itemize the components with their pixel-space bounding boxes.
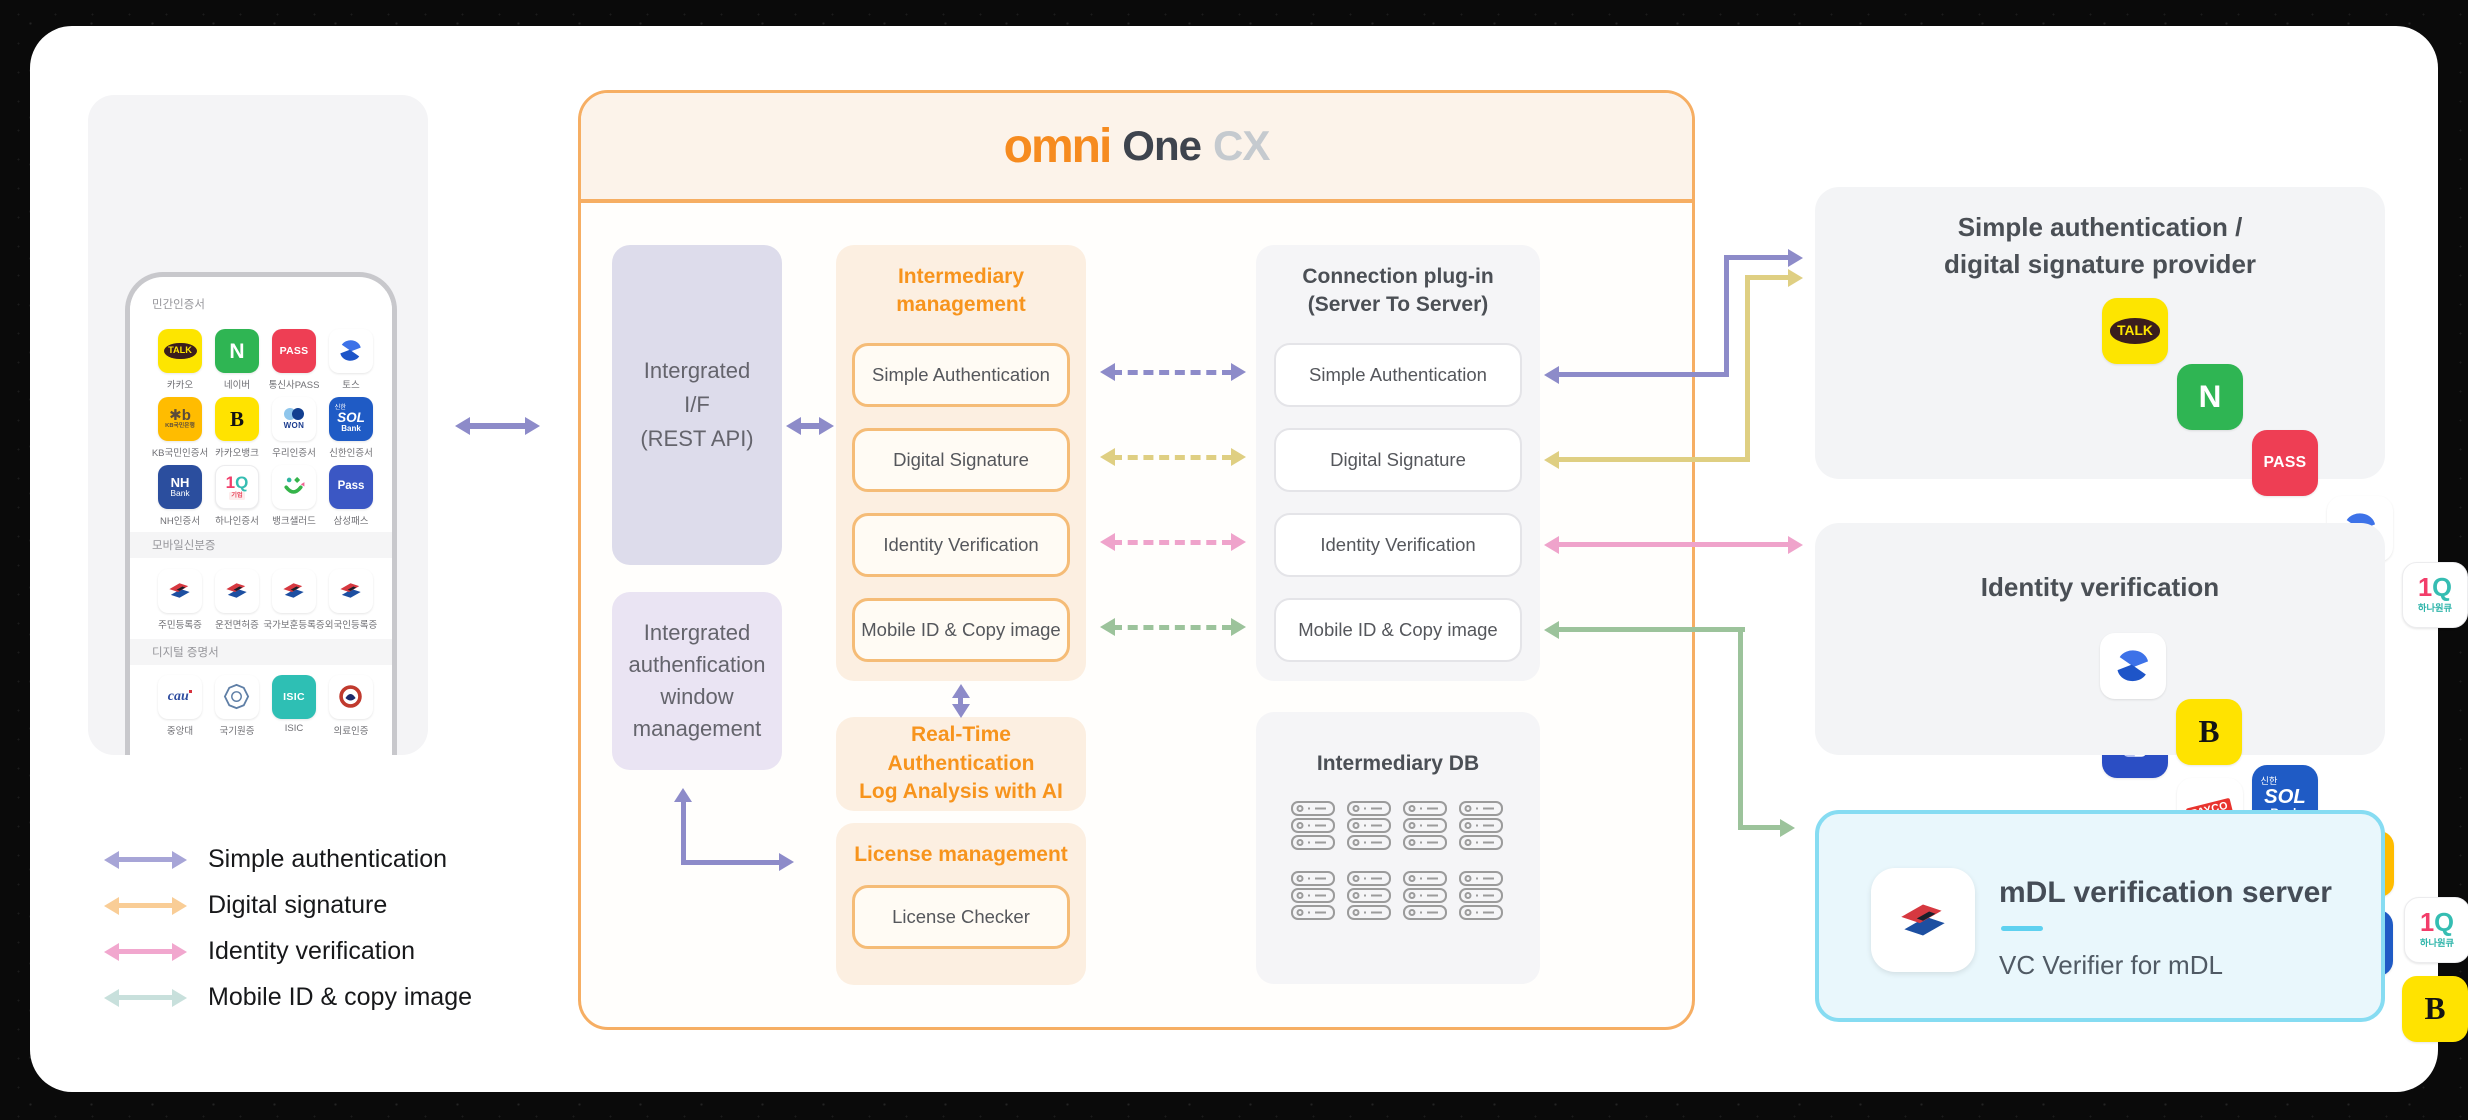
phone-section-label: 디지털 증명서	[130, 639, 392, 665]
naver-icon: N	[2177, 364, 2243, 430]
pass-icon: PASS	[2252, 430, 2318, 496]
plugin-digital-signature-box: Digital Signature	[1274, 428, 1522, 492]
one-logo-text: One	[1122, 122, 1202, 169]
toss-icon	[329, 329, 373, 373]
db-server-icon	[1347, 801, 1391, 850]
kakaobank-icon: B	[2176, 699, 2242, 765]
one-cx-header: omni One CX	[581, 93, 1692, 203]
plugin-simple-auth-box: Simple Authentication	[1274, 343, 1522, 407]
plugin-mobile-id-box: Mobile ID & Copy image	[1274, 598, 1522, 662]
kakaobank-icon: B	[215, 397, 259, 441]
isic-icon: ISIC	[272, 675, 316, 719]
phone-app-driver: 운전면허증	[206, 569, 268, 631]
provider-panel-title: Simple authentication / digital signatur…	[1943, 212, 2257, 279]
phone-app-cau: cau 중앙대	[149, 675, 211, 737]
phone-app-foreigner: 외국인등록증	[320, 569, 382, 631]
db-server-icon	[1459, 801, 1503, 850]
phone-app-jumin: 주민등록증	[149, 569, 211, 631]
db-server-icon	[1347, 871, 1391, 920]
intermediary-digital-signature-box: Digital Signature	[852, 428, 1070, 492]
integrated-auth-window-box: Intergrated authenfication window manage…	[612, 592, 782, 770]
mdl-title: mDL verification server	[1999, 876, 2332, 909]
phone-app-toss: 토스	[320, 329, 382, 391]
phone-app-samsungpass: Pass 삼성패스	[320, 465, 382, 527]
db-server-icon	[1291, 801, 1335, 850]
mdl-underline	[2001, 926, 2043, 931]
mdl-icon-tile	[1871, 868, 1975, 972]
connection-plugin-panel: Connection plug-in (Server To Server) Si…	[1256, 245, 1540, 681]
omni-logo: omni	[1003, 119, 1113, 173]
phone-app-banksalad: 뱅크샐러드	[263, 465, 325, 527]
realtime-log-panel: Real-Time Authentication Log Analysis wi…	[836, 717, 1086, 811]
intermediary-mobile-id-box: Mobile ID & Copy image	[852, 598, 1070, 662]
phone-app-woori: WON 우리인증서	[263, 397, 325, 459]
woori-won-icon: WON	[272, 397, 316, 441]
phone-app-pass: PASS 통신사PASS	[263, 329, 325, 391]
phone-app-medical: 의료인증	[320, 675, 382, 737]
license-management-title: License management	[854, 843, 1068, 866]
phone-section-label: 민간인증서	[130, 291, 392, 317]
intermediary-db-title: Intermediary DB	[1316, 752, 1480, 775]
phone-app-kakao: TALK 카카오	[149, 329, 211, 391]
plugin-identity-verification-box: Identity Verification	[1274, 513, 1522, 577]
db-server-icon	[1291, 871, 1335, 920]
intermediary-management-panel: Intermediary management Simple Authentic…	[836, 245, 1086, 681]
provider-panel: Simple authentication / digital signatur…	[1815, 187, 2468, 1042]
medical-seal-icon	[329, 675, 373, 719]
intermediary-identity-verification-box: Identity Verification	[852, 513, 1070, 577]
cau-icon: cau	[158, 675, 202, 719]
kukkiwon-seal-icon	[215, 675, 259, 719]
mobile-id-card-icon	[215, 569, 259, 613]
db-server-icon	[1403, 801, 1447, 850]
db-server-icon	[1459, 871, 1503, 920]
license-management-panel: License management License Checker	[836, 823, 1086, 985]
identity-verification-title: Identity verification	[1980, 572, 2220, 602]
mdl-subtitle: VC Verifier for mDL	[1999, 950, 2223, 980]
toss-icon	[2100, 633, 2166, 699]
mobile-id-card-icon	[158, 569, 202, 613]
db-server-icon	[1403, 871, 1447, 920]
mobile-id-card-icon	[1901, 904, 1945, 936]
phone-app-veteran: 국가보훈등록증	[263, 569, 325, 631]
mdl-verification-server-box: mDL verification server VC Verifier for …	[1815, 810, 2385, 1022]
intermediary-simple-auth-box: Simple Authentication	[852, 343, 1070, 407]
license-checker-box: License Checker	[852, 885, 1070, 949]
cx-logo-text: CX	[1212, 122, 1270, 169]
phone-section-label: 모바일신분증	[130, 532, 392, 558]
phone-app-kukkiwon: 국기원증	[206, 675, 268, 737]
intermediary-management-title: Intermediary management	[896, 265, 1026, 317]
mobile-id-card-icon	[272, 569, 316, 613]
kakao-icon: TALK	[158, 329, 202, 373]
banksalad-icon	[272, 465, 316, 509]
samsung-pass-icon: Pass	[329, 465, 373, 509]
connection-plugin-title: Connection plug-in (Server To Server)	[1302, 265, 1494, 317]
intermediary-db-panel: Intermediary DB	[1256, 712, 1540, 984]
phone-app-isic: ISIC ISIC	[263, 675, 325, 734]
naver-icon: N	[215, 329, 259, 373]
phone-app-naver: N 네이버	[206, 329, 268, 391]
kakaobank-icon: B	[2402, 976, 2468, 1042]
kakao-icon: TALK	[2102, 298, 2168, 364]
integrated-if-box: Intergrated I/F (REST API)	[612, 245, 782, 565]
mobile-id-card-icon	[329, 569, 373, 613]
pass-icon: PASS	[272, 329, 316, 373]
phone-app-kakaobank: B 카카오뱅크	[206, 397, 268, 459]
